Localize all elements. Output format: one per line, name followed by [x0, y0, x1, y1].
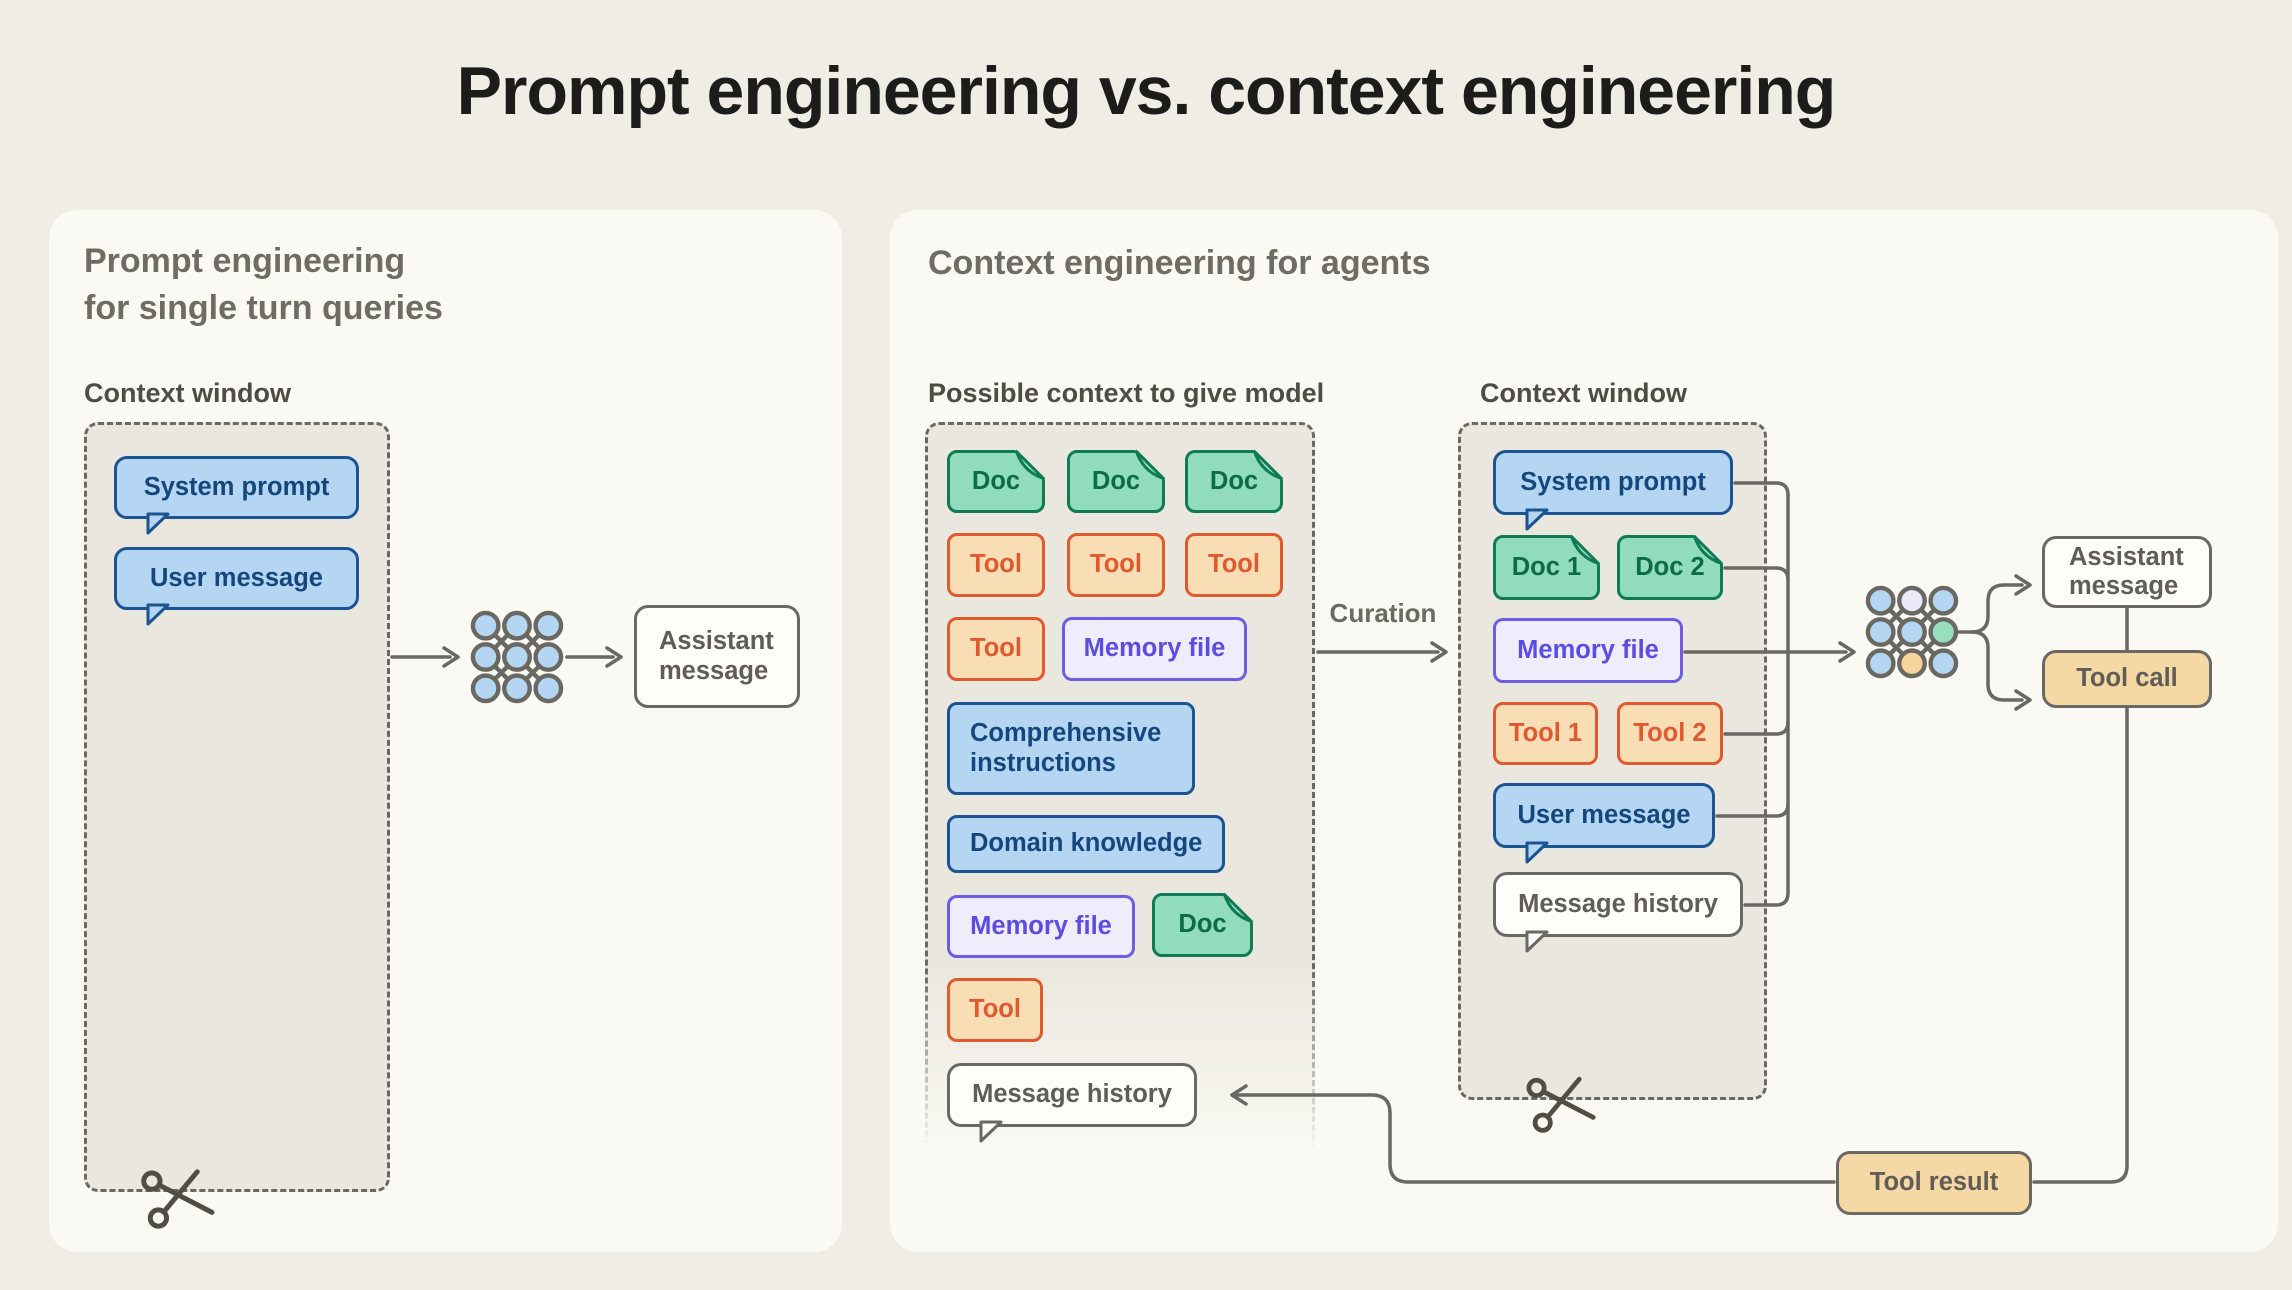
- memory-file-item: Memory file: [947, 895, 1135, 958]
- tool-result-label: Tool result: [1869, 1168, 1999, 1197]
- tool-label: Tool: [969, 995, 1021, 1024]
- right-panel-heading: Context engineering for agents: [928, 244, 1431, 282]
- tool-item: Tool 2: [1617, 702, 1723, 765]
- left-panel-heading: Prompt engineering for single turn queri…: [84, 242, 443, 327]
- model-neural-network-icon: [470, 610, 564, 704]
- assistant-message-box: Assistant message: [634, 605, 800, 708]
- assistant-message-box: Assistant message: [2042, 536, 2212, 608]
- bubble-tail: [1525, 930, 1549, 953]
- assistant-message-label: Assistant message: [659, 627, 774, 685]
- doc-label: Doc: [1178, 910, 1227, 939]
- tool-item: Tool: [947, 978, 1043, 1042]
- doc-item: Doc 1: [1493, 535, 1600, 600]
- doc-label: Doc: [1091, 466, 1141, 495]
- doc-label: Doc 1: [1511, 552, 1582, 581]
- memory-file-label: Memory file: [970, 911, 1112, 940]
- domain-knowledge-item: Domain knowledge: [947, 815, 1225, 873]
- user-message-label: User message: [1517, 800, 1691, 829]
- possible-context-label: Possible context to give model: [928, 378, 1325, 408]
- left-context-window-label: Context window: [84, 378, 291, 408]
- page-title: Prompt engineering vs. context engineeri…: [456, 53, 1837, 129]
- message-history-label: Message history: [1518, 889, 1718, 918]
- system-prompt-bubble: System prompt: [114, 456, 359, 535]
- tool-label: Tool: [1208, 550, 1260, 579]
- tool-result-box: Tool result: [1836, 1151, 2032, 1215]
- message-history-bubble: Message history: [1493, 872, 1743, 953]
- doc-label: Doc: [971, 466, 1021, 495]
- tool-item: Tool 1: [1493, 702, 1598, 765]
- doc-item: Doc 2: [1617, 535, 1723, 600]
- doc-fold-icon: [1135, 450, 1165, 480]
- scissors-icon: [141, 1169, 215, 1229]
- user-message-label: User message: [150, 563, 323, 592]
- doc-label: Doc: [1209, 466, 1259, 495]
- model-neural-network-icon: [1865, 585, 1959, 679]
- tool-item: Tool: [1185, 533, 1283, 597]
- doc-item: Doc: [1185, 450, 1283, 513]
- tool-label: Tool: [970, 634, 1022, 663]
- curation-label: Curation: [1329, 598, 1437, 628]
- tool-call-box: Tool call: [2042, 650, 2212, 708]
- bubble-tail: [1525, 841, 1549, 864]
- doc-item: Doc: [1152, 893, 1253, 957]
- memory-file-item: Memory file: [1493, 618, 1683, 683]
- tool-label: Tool 1: [1508, 718, 1583, 747]
- doc-label: Doc 2: [1635, 552, 1705, 581]
- tool-item: Tool: [947, 533, 1045, 597]
- message-history-label: Message history: [972, 1080, 1172, 1109]
- user-message-bubble: User message: [114, 547, 359, 626]
- domain-knowledge-label: Domain knowledge: [970, 829, 1203, 858]
- memory-file-label: Memory file: [1083, 634, 1226, 663]
- doc-fold-icon: [1570, 535, 1600, 565]
- comprehensive-instructions-item: Comprehensive instructions: [947, 702, 1195, 795]
- tool-label: Tool: [1090, 550, 1142, 579]
- tool-item: Tool: [1067, 533, 1165, 597]
- doc-item: Doc: [947, 450, 1045, 513]
- bubble-tail: [146, 512, 170, 535]
- doc-fold-icon: [1015, 450, 1045, 480]
- doc-fold-icon: [1693, 535, 1723, 565]
- memory-file-item: Memory file: [1062, 617, 1247, 681]
- tool-label: Tool 2: [1633, 718, 1707, 747]
- bubble-tail: [146, 603, 170, 626]
- memory-file-label: Memory file: [1517, 635, 1659, 664]
- bubble-tail: [1525, 508, 1549, 531]
- doc-fold-icon: [1253, 450, 1283, 480]
- tool-item: Tool: [947, 617, 1045, 681]
- assistant-message-label: Assistant message: [2069, 542, 2184, 600]
- system-prompt-bubble: System prompt: [1493, 450, 1733, 531]
- comprehensive-instructions-label: Comprehensive instructions: [970, 719, 1162, 777]
- system-prompt-label: System prompt: [1520, 467, 1706, 496]
- tool-call-label: Tool call: [2076, 664, 2178, 693]
- scissors-icon: [1526, 1076, 1596, 1133]
- message-history-bubble: Message history: [947, 1063, 1197, 1143]
- doc-fold-icon: [1223, 893, 1253, 923]
- bubble-tail: [979, 1120, 1003, 1143]
- right-context-window-label: Context window: [1480, 378, 1687, 408]
- tool-label: Tool: [970, 550, 1022, 579]
- system-prompt-label: System prompt: [143, 472, 330, 501]
- user-message-bubble: User message: [1493, 783, 1715, 864]
- doc-item: Doc: [1067, 450, 1165, 513]
